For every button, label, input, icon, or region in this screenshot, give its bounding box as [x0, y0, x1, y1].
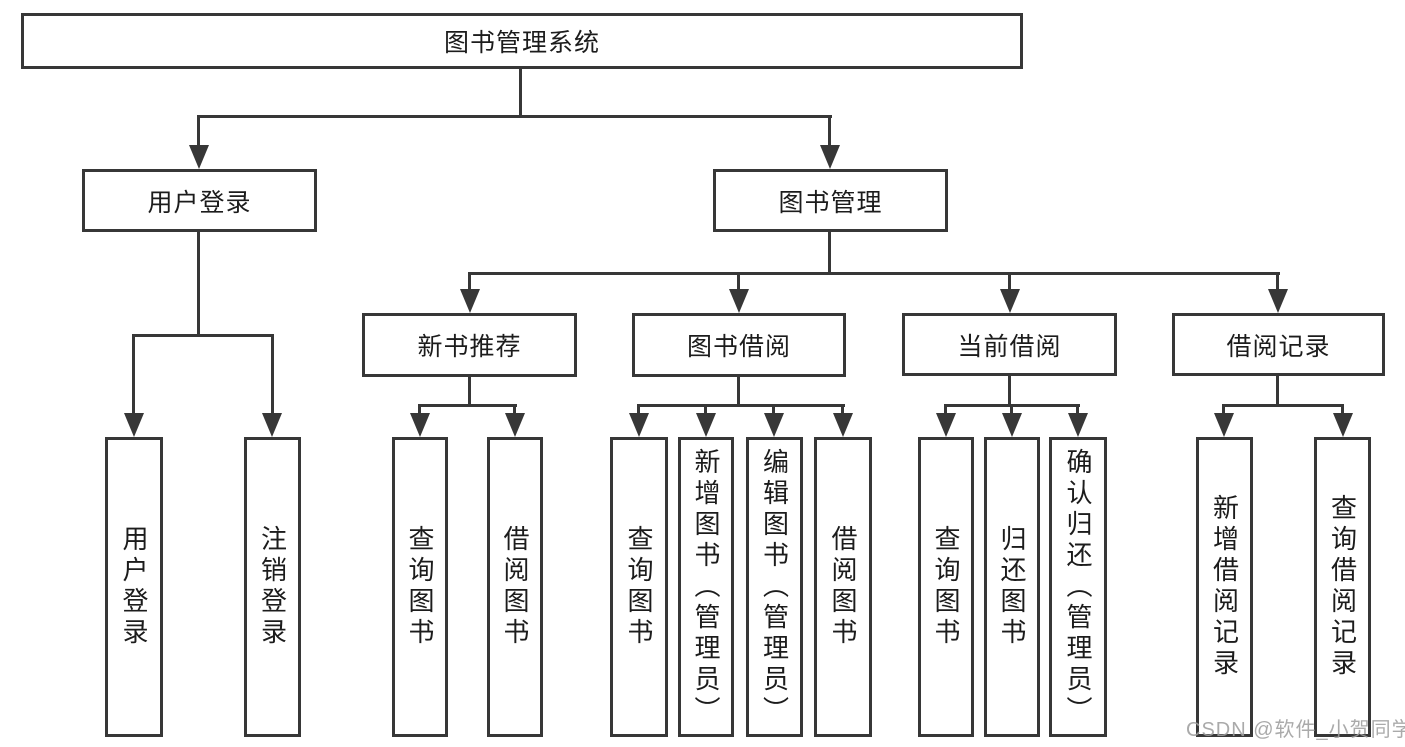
leaf-current-return-books: 归还图书	[984, 437, 1040, 737]
node-library-management-system: 图书管理系统	[21, 13, 1023, 69]
edge-record-trunk	[1276, 376, 1279, 407]
arrowhead-book-mgmt	[820, 145, 840, 169]
edge-drop-leaf-user-login	[132, 334, 135, 418]
arrowhead-user-login	[189, 145, 209, 169]
edge-drop-rec-query	[1341, 404, 1344, 417]
leaf-borrowing-borrow-books: 借阅图书	[814, 437, 872, 737]
arrowhead-rec-add	[1214, 413, 1234, 437]
node-book-borrowing: 图书借阅	[632, 313, 846, 377]
edge-drop-leaf-logout	[271, 334, 274, 418]
arrowhead-cb-query	[936, 413, 956, 437]
edge-book-borrow-trunk	[737, 377, 740, 407]
arrowhead-nb-query	[410, 413, 430, 437]
leaf-logout-login: 注销登录	[244, 437, 301, 737]
leaf-borrowing-add-books-admin: 新增图书（管理员）	[678, 437, 734, 737]
node-borrowing-records: 借阅记录	[1172, 313, 1385, 376]
arrowhead-cb-confirm	[1068, 413, 1088, 437]
edge-drop-book-borrow	[737, 272, 740, 292]
edge-drop-bb-borrow	[841, 404, 844, 417]
leaf-borrowing-query-books: 查询图书	[610, 437, 668, 737]
edge-record-span	[1222, 404, 1344, 407]
edge-drop-book-mgmt	[828, 115, 831, 148]
node-user-login: 用户登录	[82, 169, 317, 232]
node-book-management: 图书管理	[713, 169, 948, 232]
edge-drop-nb-query	[418, 404, 421, 417]
edge-drop-new-book	[468, 272, 471, 292]
edge-drop-nb-borrow	[513, 404, 516, 417]
leaf-newbook-borrow-books: 借阅图书	[487, 437, 543, 737]
leaf-record-query-borrow-record: 查询借阅记录	[1314, 437, 1371, 737]
edge-new-book-span	[418, 404, 517, 407]
leaf-current-confirm-return-admin: 确认归还（管理员）	[1049, 437, 1107, 737]
edge-drop-cb-query	[944, 404, 947, 417]
leaf-user-login: 用户登录	[105, 437, 163, 737]
arrowhead-bb-add	[696, 413, 716, 437]
arrowhead-new-book	[460, 289, 480, 313]
arrowhead-cb-return	[1002, 413, 1022, 437]
edge-root-span	[197, 115, 832, 118]
arrowhead-leaf-user-login	[124, 413, 144, 437]
edge-book-mgmt-trunk	[828, 232, 831, 275]
edge-drop-bb-edit	[772, 404, 775, 417]
edge-drop-bb-add	[704, 404, 707, 417]
leaf-borrowing-edit-books-admin: 编辑图书（管理员）	[746, 437, 803, 737]
arrowhead-bb-edit	[764, 413, 784, 437]
node-current-borrowing: 当前借阅	[902, 313, 1117, 376]
leaf-current-query-books: 查询图书	[918, 437, 974, 737]
arrowhead-book-borrow	[729, 289, 749, 313]
edge-book-mgmt-span	[468, 272, 1280, 275]
edge-user-login-span	[132, 334, 274, 337]
arrowhead-current-borrow	[1000, 289, 1020, 313]
edge-drop-current-borrow	[1008, 272, 1011, 292]
edge-drop-bb-query	[637, 404, 640, 417]
edge-drop-cb-return	[1010, 404, 1013, 417]
edge-current-trunk	[1008, 376, 1011, 407]
arrowhead-rec-query	[1333, 413, 1353, 437]
edge-drop-borrow-record	[1276, 272, 1279, 292]
edge-new-book-trunk	[468, 377, 471, 407]
edge-root-trunk	[519, 69, 522, 118]
arrowhead-nb-borrow	[505, 413, 525, 437]
arrowhead-bb-query	[629, 413, 649, 437]
edge-drop-cb-confirm	[1076, 404, 1079, 417]
arrowhead-leaf-logout	[262, 413, 282, 437]
leaf-newbook-query-books: 查询图书	[392, 437, 448, 737]
arrowhead-bb-borrow	[833, 413, 853, 437]
edge-user-login-trunk	[197, 232, 200, 337]
leaf-record-add-borrow-record: 新增借阅记录	[1196, 437, 1253, 737]
csdn-watermark: CSDN @软件_小贺同学	[1186, 719, 1405, 741]
arrowhead-borrow-record	[1268, 289, 1288, 313]
edge-drop-user-login	[197, 115, 200, 148]
edge-drop-rec-add	[1222, 404, 1225, 417]
node-new-book-recommend: 新书推荐	[362, 313, 577, 377]
edge-book-borrow-span	[637, 404, 845, 407]
